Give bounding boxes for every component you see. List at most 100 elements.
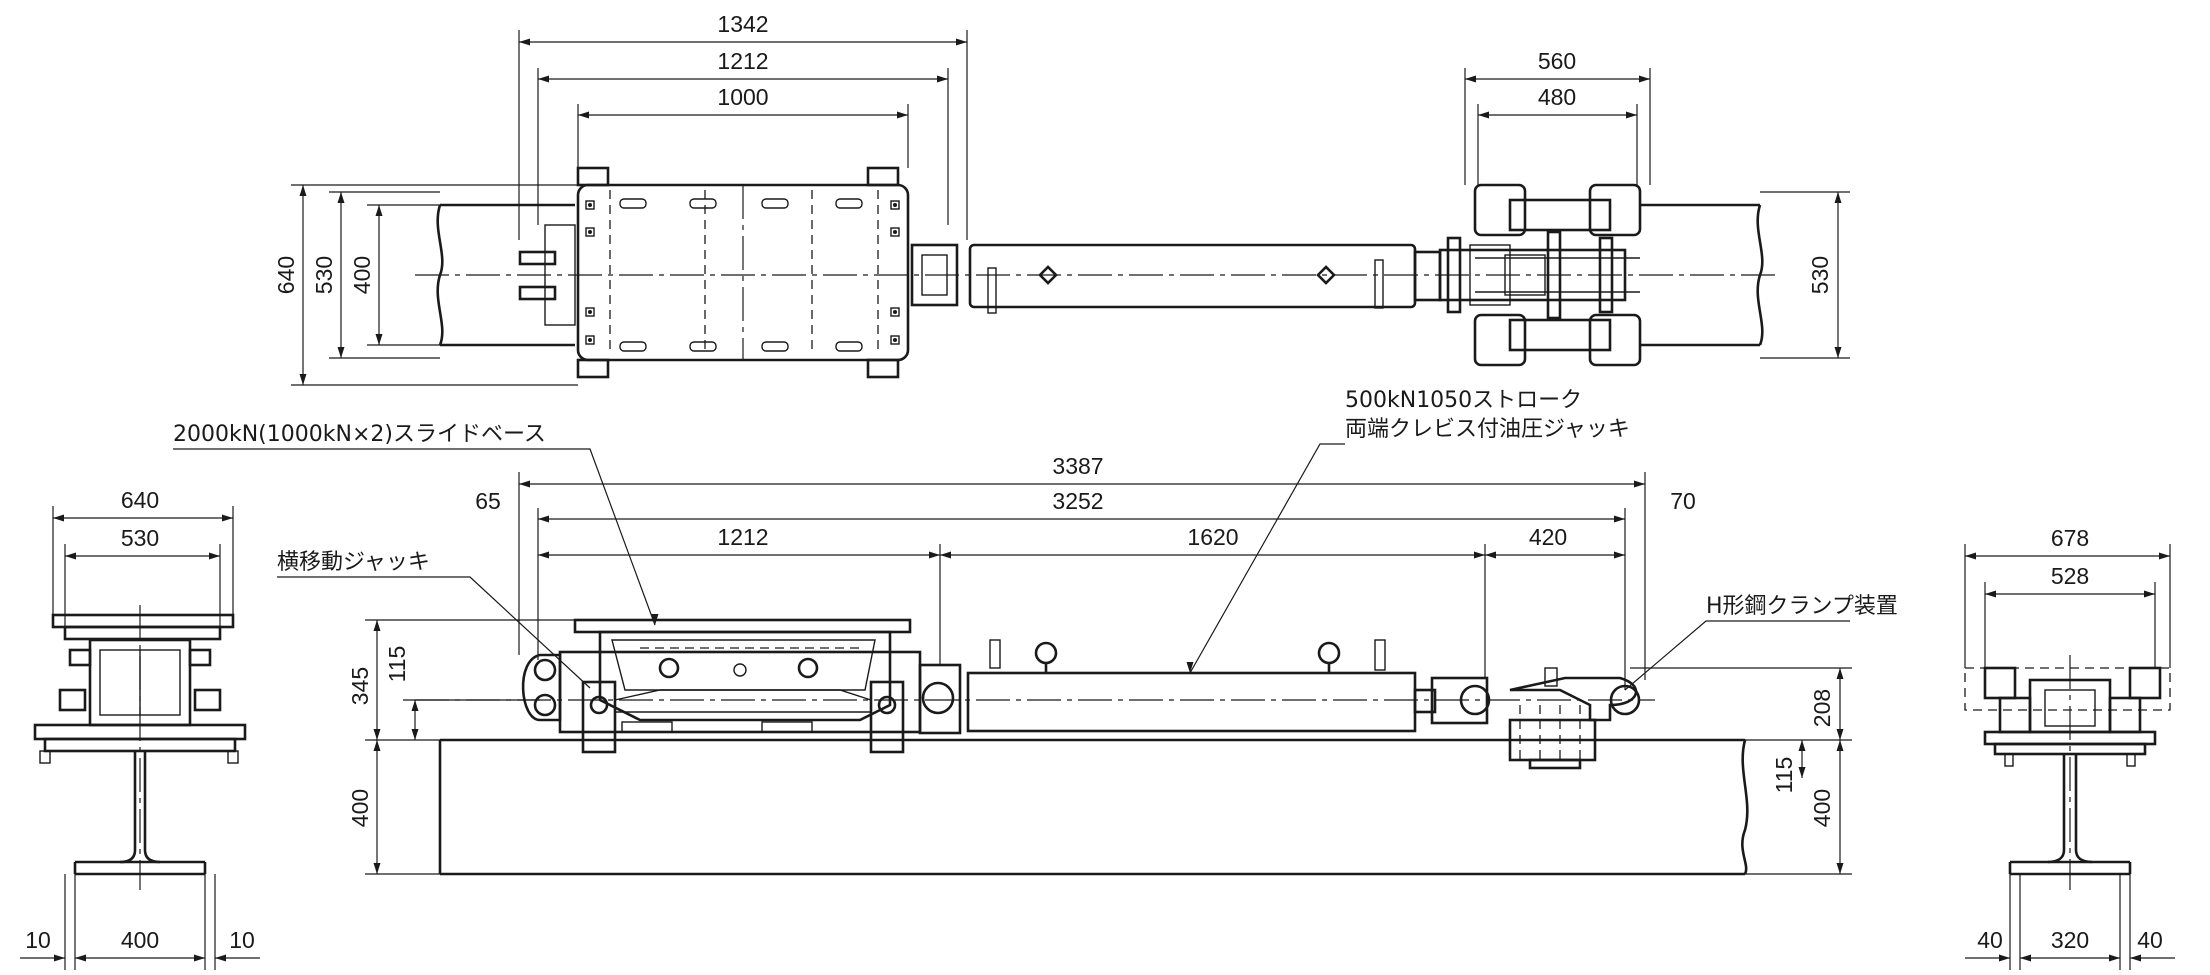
dimension-arrow xyxy=(375,334,383,345)
dim-400-side-right: 400 xyxy=(1809,789,1835,827)
right-end-view xyxy=(1964,655,2171,890)
side-clamp xyxy=(1430,667,1641,770)
dimension-arrow xyxy=(1465,75,1476,83)
side-dimension-texts: 3387 3252 65 70 1212 1620 420 345 115 40… xyxy=(347,453,1835,827)
dimension-arrow xyxy=(194,954,205,962)
dimension-arrow xyxy=(1965,552,1976,560)
label-clamp: H形鋼クランプ装置 xyxy=(1706,594,1898,619)
dimension-arrow xyxy=(65,552,76,560)
dimension-arrow xyxy=(1186,662,1194,673)
dim-400-plan: 400 xyxy=(349,256,375,294)
dimension-arrow xyxy=(54,954,65,962)
left-end-dimension-texts: 640 530 10 400 10 xyxy=(25,487,255,953)
dim-528: 528 xyxy=(2051,563,2089,589)
dimension-arrow xyxy=(1614,551,1625,559)
dim-345: 345 xyxy=(347,667,373,705)
dimension-arrow xyxy=(519,38,530,46)
dimension-arrow xyxy=(1798,767,1806,778)
dimension-arrow xyxy=(2020,954,2031,962)
dimension-arrow xyxy=(538,551,549,559)
dimension-arrow xyxy=(2144,590,2155,598)
side-rail xyxy=(438,738,1749,876)
dimension-arrow xyxy=(2130,954,2141,962)
side-slide-base xyxy=(521,618,962,754)
dimension-arrow xyxy=(373,620,381,631)
dim-530-end: 530 xyxy=(121,525,159,551)
leader-slide-base xyxy=(173,448,656,626)
dimension-arrow xyxy=(1639,75,1650,83)
dim-400-end: 400 xyxy=(121,927,159,953)
dimension-arrow xyxy=(2109,954,2120,962)
dimension-arrow xyxy=(1836,863,1844,874)
dimension-arrow xyxy=(1634,480,1645,488)
label-jack-line1: 500kN1050ストローク xyxy=(1345,388,1582,413)
dim-40-left: 40 xyxy=(1977,927,2003,953)
dimension-arrow xyxy=(1836,668,1844,679)
dim-115: 115 xyxy=(384,646,410,683)
plan-clamp xyxy=(1438,183,1642,367)
dim-3387: 3387 xyxy=(1052,453,1103,479)
dimension-arrow xyxy=(1834,192,1842,203)
dimension-arrow xyxy=(940,551,951,559)
dimension-arrow xyxy=(299,185,307,196)
dimension-arrow xyxy=(897,111,908,119)
left-end-view xyxy=(33,605,247,890)
dimension-arrow xyxy=(538,75,549,83)
dimension-arrow xyxy=(578,111,589,119)
dim-10-right: 10 xyxy=(229,927,255,953)
dimension-arrow xyxy=(222,514,233,522)
label-lateral-jack: 横移動ジャッキ xyxy=(277,550,430,575)
dimension-arrow xyxy=(411,729,419,740)
plan-view xyxy=(415,166,1775,379)
dim-70: 70 xyxy=(1670,488,1696,514)
dim-420: 420 xyxy=(1529,524,1567,550)
leader-jack xyxy=(1189,443,1345,674)
dimension-arrow xyxy=(929,551,940,559)
dim-480: 480 xyxy=(1538,84,1576,110)
dimension-arrow xyxy=(373,740,381,751)
dimension-arrow xyxy=(1836,740,1844,751)
leader-lateral-jack xyxy=(277,576,591,689)
dim-1212-side: 1212 xyxy=(717,524,768,550)
dim-10-left: 10 xyxy=(25,927,51,953)
dimension-arrow xyxy=(1485,551,1496,559)
dim-640-plan: 640 xyxy=(273,256,299,294)
dim-678: 678 xyxy=(2051,525,2089,551)
dimension-arrow xyxy=(937,75,948,83)
plan-slide-base xyxy=(518,166,959,379)
side-jack xyxy=(966,639,1437,733)
dimension-arrow xyxy=(373,863,381,874)
dimension-arrow xyxy=(209,552,220,560)
dimension-arrow xyxy=(1836,729,1844,740)
dim-1212-plan: 1212 xyxy=(717,48,768,74)
dimension-arrow xyxy=(1614,515,1625,523)
dimension-arrow xyxy=(337,347,345,358)
dim-40-right: 40 xyxy=(2137,927,2163,953)
dim-65: 65 xyxy=(475,488,501,514)
dim-560: 560 xyxy=(1538,48,1576,74)
dimension-arrow xyxy=(53,514,64,522)
side-view xyxy=(415,618,1749,876)
dimension-arrow xyxy=(651,614,659,625)
label-jack-line2: 両端クレビス付油圧ジャッキ xyxy=(1345,417,1630,442)
callout-labels: 2000kN(1000kN×2)スライドベース 横移動ジャッキ 500kN105… xyxy=(173,388,1898,619)
dim-208: 208 xyxy=(1809,689,1835,727)
dimension-arrow xyxy=(375,205,383,216)
right-end-dimension-texts: 678 528 40 320 40 xyxy=(1977,525,2163,953)
leader-clamp xyxy=(1624,620,1850,691)
dim-640-end: 640 xyxy=(121,487,159,513)
dimension-arrow xyxy=(1798,740,1806,751)
dim-115-right: 115 xyxy=(1771,757,1797,794)
dim-320: 320 xyxy=(2051,927,2089,953)
dimension-arrow xyxy=(75,954,86,962)
plan-jack xyxy=(968,243,1442,314)
dimension-arrow xyxy=(373,729,381,740)
dim-1620: 1620 xyxy=(1187,524,1238,550)
dimension-arrow xyxy=(1478,111,1489,119)
dimension-arrow xyxy=(1985,590,1996,598)
dimension-lines xyxy=(20,30,2175,970)
dimension-arrow xyxy=(337,192,345,203)
dim-400-side: 400 xyxy=(347,789,373,827)
dimension-arrow xyxy=(411,700,419,711)
